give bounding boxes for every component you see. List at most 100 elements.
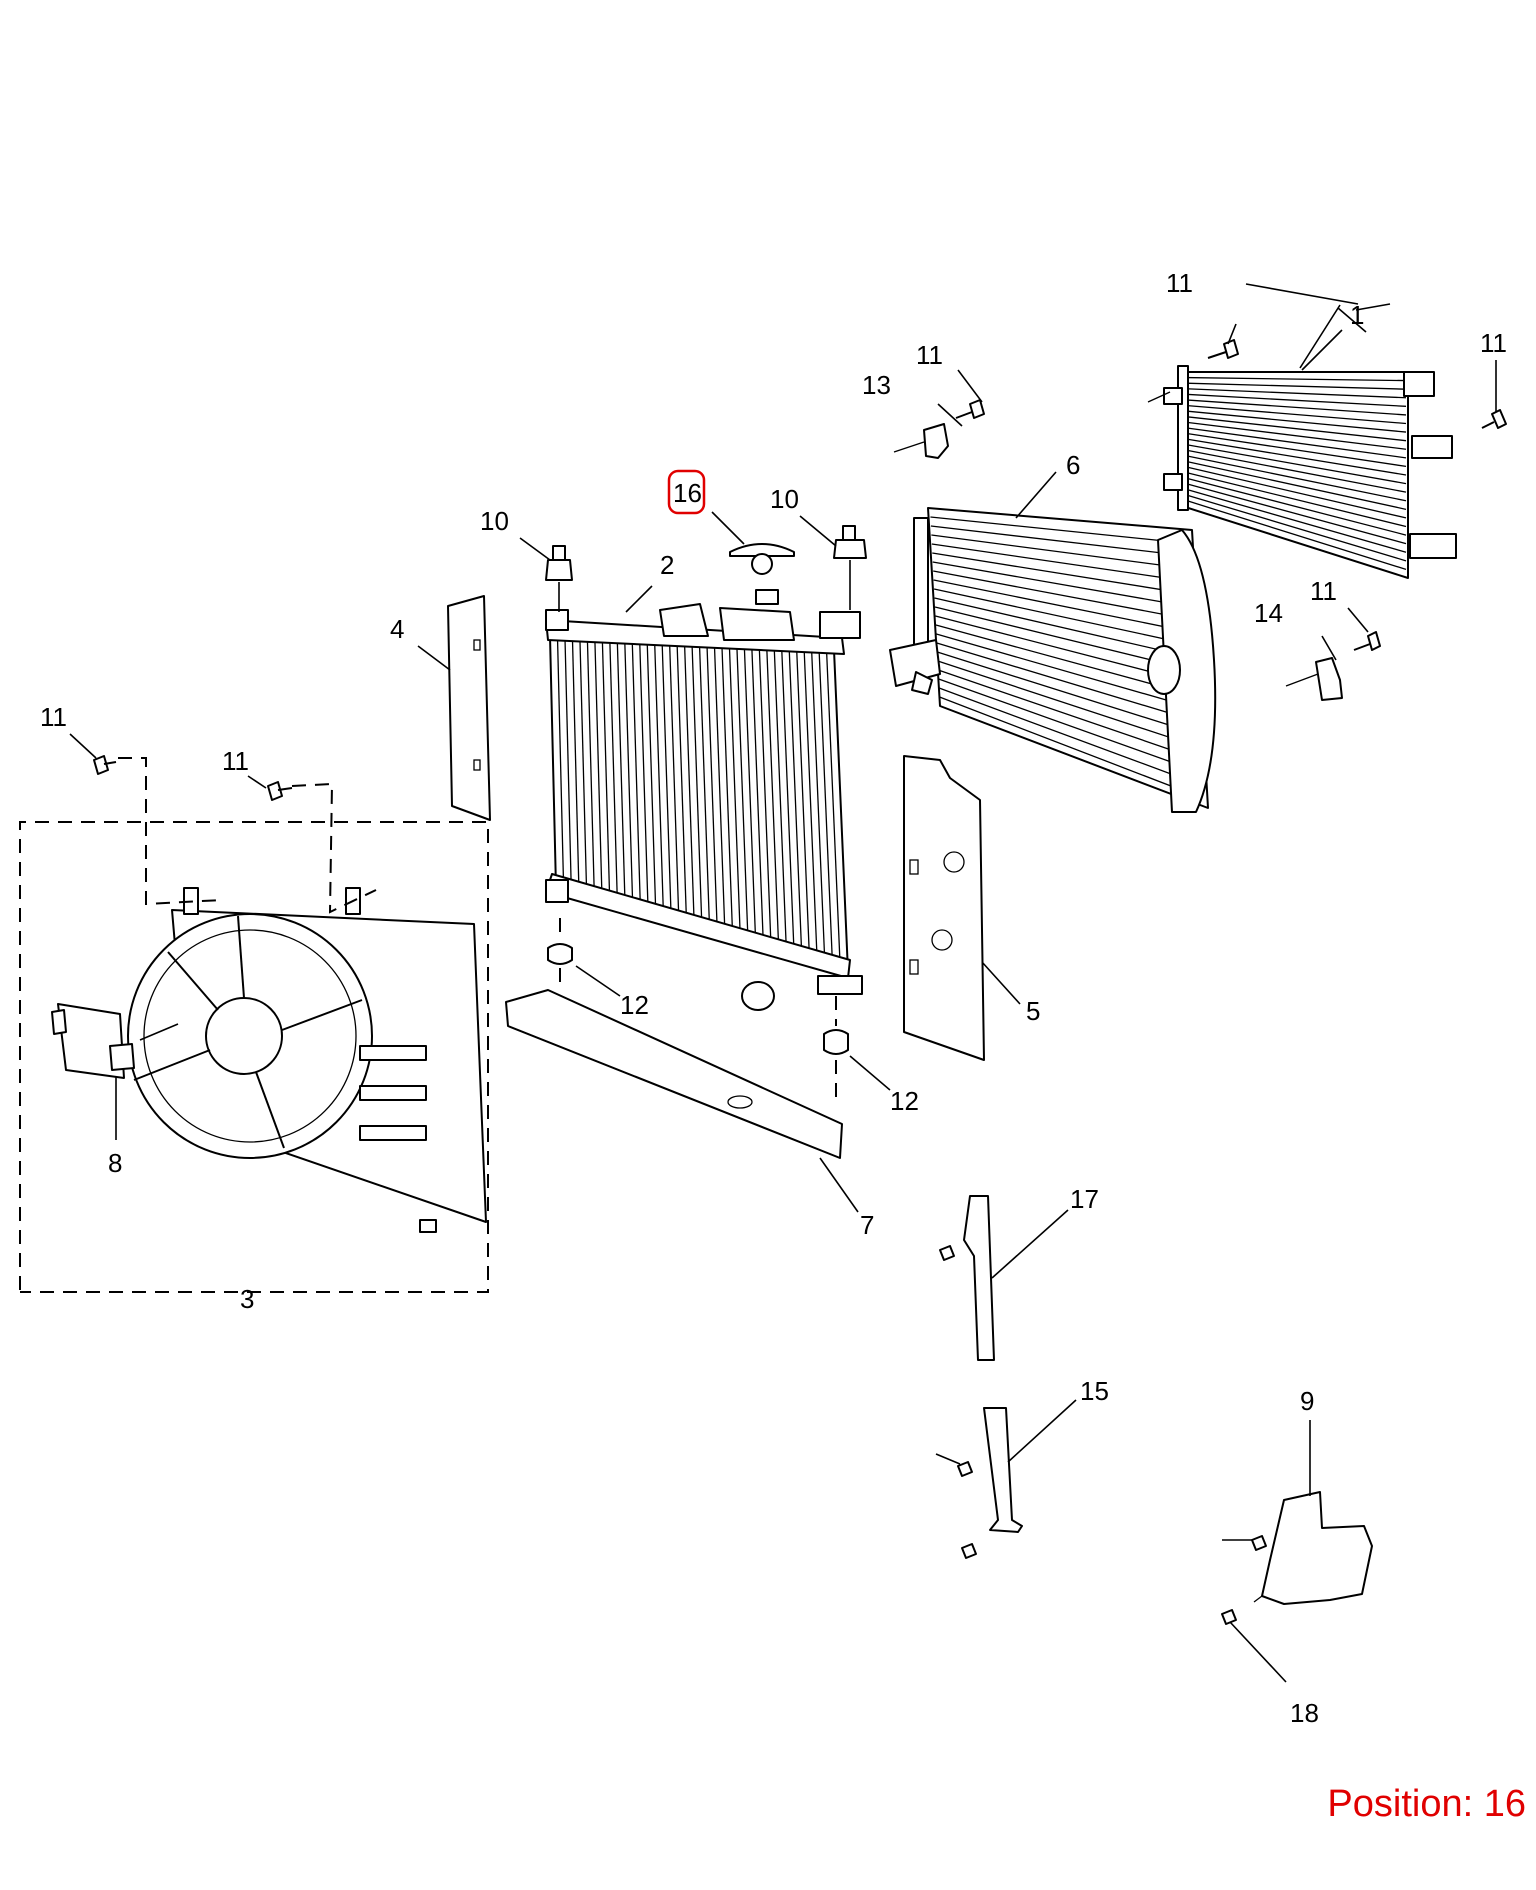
fin-line — [766, 646, 780, 953]
insulator-part-10-right[interactable] — [833, 525, 867, 610]
callout-14[interactable]: 14 — [1254, 598, 1283, 628]
callout-16-highlight — [667, 469, 706, 515]
bolt-part-11[interactable] — [93, 755, 117, 775]
fin-line — [661, 641, 672, 922]
fin-line — [936, 642, 1192, 721]
fin-line — [698, 643, 711, 933]
fin-line — [810, 648, 826, 966]
callout-7[interactable]: 7 — [860, 1210, 874, 1240]
fin-line — [1185, 455, 1407, 502]
fin-line — [564, 636, 573, 893]
fin-line — [1185, 399, 1407, 416]
fin-line — [713, 644, 726, 937]
callout-11[interactable]: 11 — [1310, 576, 1337, 606]
callout-5[interactable]: 5 — [1026, 996, 1040, 1026]
callout-11[interactable]: 11 — [222, 746, 249, 776]
nut-fastener[interactable] — [939, 1245, 955, 1261]
fin-line — [936, 633, 1191, 708]
fan-module-part-8[interactable] — [51, 1003, 135, 1079]
nut-fastener[interactable] — [1251, 1535, 1267, 1551]
fin-line — [743, 645, 757, 946]
intercooler-part-6[interactable] — [889, 507, 1217, 813]
radiator-cap-part-16[interactable] — [729, 543, 795, 605]
fin-line — [653, 641, 665, 919]
fin-line — [639, 640, 649, 915]
callout-12[interactable]: 12 — [620, 990, 649, 1020]
fin-line — [646, 640, 657, 917]
fin-line — [728, 644, 742, 942]
fin-line — [1185, 443, 1407, 485]
nut-part-18[interactable] — [1221, 1609, 1237, 1625]
air-baffle-part-4[interactable] — [447, 595, 491, 821]
air-deflector-part-7[interactable] — [505, 989, 843, 1159]
callout-11[interactable]: 11 — [916, 340, 943, 370]
callout-9[interactable]: 9 — [1300, 1386, 1314, 1416]
fin-line — [1185, 438, 1407, 476]
callout-16[interactable]: 16 — [673, 478, 702, 508]
callout-3[interactable]: 3 — [240, 1284, 254, 1314]
callout-11[interactable]: 11 — [40, 702, 67, 732]
fin-line — [788, 647, 803, 959]
fin-line — [683, 642, 695, 928]
bolt-part-11[interactable] — [1207, 339, 1239, 359]
fin-line — [795, 648, 811, 961]
callout-15[interactable]: 15 — [1080, 1376, 1109, 1406]
bolt-part-11[interactable] — [1353, 631, 1381, 651]
fin-line — [1185, 404, 1407, 425]
shield-part-9[interactable] — [1253, 1491, 1373, 1605]
insulator-part-10-left[interactable] — [545, 545, 573, 612]
fin-line — [616, 639, 626, 908]
callout-17[interactable]: 17 — [1070, 1184, 1099, 1214]
callout-13[interactable]: 13 — [862, 370, 891, 400]
callout-8[interactable]: 8 — [108, 1148, 122, 1178]
fin-line — [594, 638, 603, 902]
callout-2[interactable]: 2 — [660, 550, 674, 580]
fin-line — [1185, 388, 1407, 399]
fin-line — [1185, 460, 1407, 510]
callout-labels: 1 11 11 11 13 6 16 10 10 2 4 11 14 11 11… — [40, 268, 1507, 1728]
fin-line — [1185, 382, 1407, 390]
fin-line — [933, 579, 1186, 632]
condenser-part-1[interactable] — [1147, 365, 1457, 579]
fin-line — [1185, 499, 1407, 571]
air-baffle-part-5[interactable] — [903, 755, 985, 1061]
callout-11[interactable]: 11 — [1480, 328, 1507, 358]
nut-fastener[interactable] — [957, 1461, 973, 1477]
callout-4[interactable]: 4 — [390, 614, 404, 644]
fin-line — [1185, 466, 1407, 519]
nut-fastener[interactable] — [961, 1543, 977, 1559]
bracket-part-15[interactable] — [983, 1407, 1023, 1533]
callout-10[interactable]: 10 — [770, 484, 799, 514]
insulator-part-12-left[interactable] — [547, 918, 573, 990]
fan-assembly-part-3[interactable] — [19, 821, 489, 1293]
fin-line — [937, 660, 1193, 746]
fin-line — [736, 645, 749, 944]
callout-12[interactable]: 12 — [890, 1086, 919, 1116]
fin-line — [934, 597, 1188, 657]
fin-line — [1185, 483, 1407, 545]
fin-line — [721, 644, 734, 939]
fin-line — [935, 615, 1189, 683]
bolt-part-11[interactable] — [267, 781, 293, 801]
fin-line — [668, 641, 680, 924]
callout-6[interactable]: 6 — [1066, 450, 1080, 480]
callout-18[interactable]: 18 — [1290, 1698, 1319, 1728]
bolt-part-11[interactable] — [1481, 409, 1507, 429]
radiator-part-2[interactable] — [545, 603, 863, 1011]
fin-line — [571, 637, 580, 895]
fin-line — [1185, 427, 1407, 459]
fin-line — [933, 570, 1186, 620]
fin-line — [1185, 494, 1407, 562]
fin-line — [1185, 449, 1407, 493]
callout-11[interactable]: 11 — [1166, 268, 1193, 298]
bolt-part-11[interactable] — [955, 399, 985, 419]
callout-1[interactable]: 1 — [1350, 300, 1364, 330]
fin-line — [1185, 432, 1407, 468]
fin-line — [932, 552, 1184, 594]
bracket-part-14[interactable] — [1285, 657, 1343, 701]
callout-10[interactable]: 10 — [480, 506, 509, 536]
insulator-part-12-right[interactable] — [823, 996, 849, 1104]
bracket-part-13[interactable] — [893, 423, 949, 459]
bracket-part-17[interactable] — [963, 1195, 995, 1361]
